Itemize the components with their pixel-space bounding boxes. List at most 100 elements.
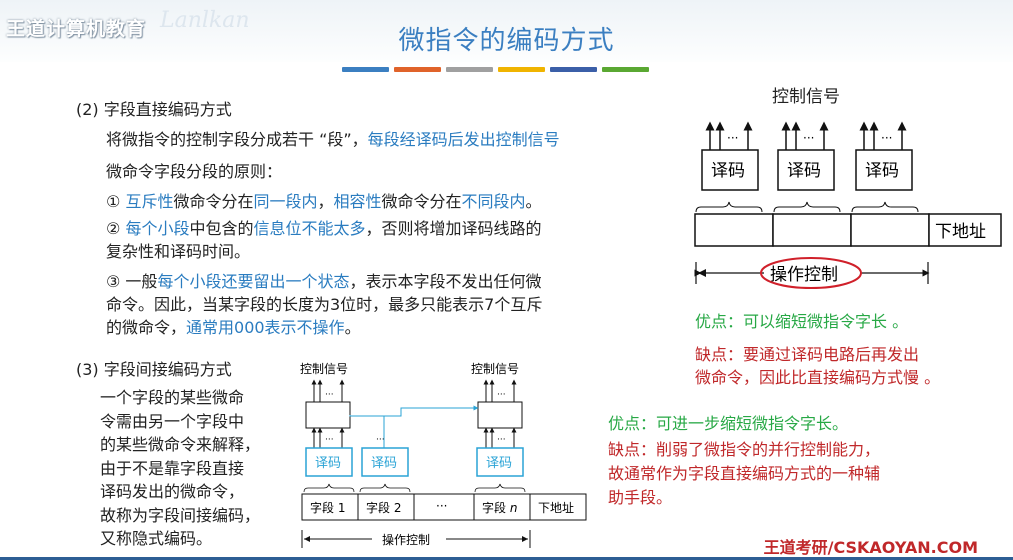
title-bar-segment bbox=[446, 67, 493, 72]
rule-1-text: 微命令分在 bbox=[173, 192, 254, 211]
rule-1: ① 互斥性微命令分在同一段内，相容性微命令分在不同段内。 bbox=[106, 190, 542, 214]
control-signal-label: 控制信号 bbox=[772, 87, 840, 107]
decoder-box-right-top bbox=[477, 401, 523, 429]
section3-line: 译码发出的微命令， bbox=[100, 482, 245, 501]
svg-text:···: ··· bbox=[325, 435, 334, 445]
bottom-rule bbox=[0, 557, 1013, 560]
op-control-highlight bbox=[760, 257, 862, 289]
svg-text:···: ··· bbox=[727, 131, 738, 145]
rule-2-num: ② bbox=[106, 219, 126, 238]
title-bar-segment bbox=[602, 67, 649, 72]
svg-text:译码: 译码 bbox=[486, 456, 512, 471]
svg-text:字段 1: 字段 1 bbox=[310, 500, 345, 515]
rule-2-hl: 信息位不能太多 bbox=[253, 219, 366, 238]
title-bar-segment bbox=[394, 67, 441, 72]
field-ellipsis bbox=[413, 493, 475, 521]
section3-line: 故称为字段间接编码， bbox=[100, 505, 261, 525]
svg-text:译码: 译码 bbox=[787, 161, 821, 181]
svg-text:···: ··· bbox=[497, 390, 506, 400]
svg-text:下地址: 下地址 bbox=[935, 222, 986, 242]
svg-text:···: ··· bbox=[803, 131, 814, 145]
rule-3-text: 。 bbox=[344, 318, 361, 337]
cons-direct-2: 微命令，因此比直接编码方式慢 。 bbox=[695, 368, 941, 387]
decoder-blue-1 bbox=[305, 447, 353, 477]
rule-1-text: 。 bbox=[525, 192, 542, 211]
title-bar-segment bbox=[342, 67, 389, 72]
section3-line: 由于不是靠字段直接 bbox=[100, 458, 245, 478]
title-bar-segment bbox=[550, 67, 597, 72]
signature-watermark: Lanlkan bbox=[160, 8, 250, 33]
control-signal-label-right: 控制信号 bbox=[471, 362, 519, 376]
rule-3-text: ，表示本字段不发出任何微 bbox=[349, 272, 542, 291]
footer-brand: 王道考研/CSKAOYAN.COM bbox=[763, 538, 978, 557]
section3-line: 令需由另一个字段中 bbox=[100, 411, 245, 431]
next-address-field-2 bbox=[529, 493, 587, 521]
next-address-field bbox=[928, 213, 1002, 247]
rule-1-num: ① bbox=[106, 192, 126, 211]
field-n bbox=[473, 493, 531, 521]
control-signal-label-left: 控制信号 bbox=[300, 362, 348, 376]
decoder-3: ··· 译码 bbox=[855, 121, 913, 191]
svg-text:字段 2: 字段 2 bbox=[366, 500, 401, 515]
section2-intro: 将微指令的控制字段分成若干 “段”，每段经译码后发出控制信号 bbox=[106, 128, 560, 152]
section3-line: 的某些微命令来解释， bbox=[100, 435, 261, 454]
title-bar-segment bbox=[498, 67, 545, 72]
rule-2: ② 每个小段中包含的信息位不能太多，否则将增加译码线路的 bbox=[106, 217, 542, 241]
svg-text:···: ··· bbox=[497, 435, 506, 445]
rule-3-text: 的微命令， bbox=[106, 318, 187, 337]
svg-text:···: ··· bbox=[376, 435, 385, 445]
indirect-encoding-diagram: 控制信号 控制信号 ··· ··· ··· ··· ··· 译码 译码 译码 字… bbox=[300, 362, 587, 548]
cons-indirect-3: 助手段。 bbox=[608, 488, 673, 507]
rule-2-cont: 复杂性和译码时间。 bbox=[106, 242, 251, 261]
svg-text:操作控制: 操作控制 bbox=[770, 265, 838, 285]
rule-3-cont2: 的微命令，通常用000表示不操作。 bbox=[106, 316, 361, 340]
decoder-box-left-top bbox=[305, 401, 351, 429]
rule-1-hl: 相容性 bbox=[333, 192, 382, 211]
intro-highlight: 每段经译码后发出控制信号 bbox=[367, 130, 560, 149]
rule-3-hl: 通常用000表示不操作 bbox=[186, 318, 345, 337]
svg-text:···: ··· bbox=[325, 390, 334, 400]
section3-heading: (3) 字段间接编码方式 bbox=[76, 360, 232, 379]
rule-1-hl: 互斥性 bbox=[125, 192, 174, 211]
rule-1-text: ， bbox=[317, 192, 334, 211]
section3-line: 一个字段的某些微命 bbox=[100, 388, 245, 407]
pros-direct: 优点：可以缩短微指令字长 。 bbox=[695, 312, 909, 331]
rule-1-hl: 不同段内 bbox=[461, 192, 526, 211]
section2-heading: (2) 字段直接编码方式 bbox=[76, 100, 232, 119]
decoder-2: ··· 译码 bbox=[777, 121, 835, 191]
svg-text:操作控制: 操作控制 bbox=[382, 532, 430, 547]
svg-text:译码: 译码 bbox=[711, 161, 745, 181]
decoder-1: ··· 译码 bbox=[701, 121, 759, 191]
svg-text:译码: 译码 bbox=[315, 456, 341, 471]
section3-line: 又称隐式编码。 bbox=[100, 529, 213, 548]
principle-label: 微命令字段分段的原则： bbox=[106, 162, 283, 181]
rule-2-text: 中包含的 bbox=[189, 219, 254, 238]
field-segment-1 bbox=[694, 213, 774, 247]
rule-1-hl: 同一段内 bbox=[253, 192, 318, 211]
svg-text:字段 n: 字段 n bbox=[482, 500, 517, 515]
slide-title: 微指令的编码方式 bbox=[398, 26, 615, 56]
cons-direct-1: 缺点：要通过译码电路后再发出 bbox=[695, 345, 920, 364]
field-segment-2 bbox=[772, 213, 852, 247]
intro-text: 将微指令的控制字段分成若干 “段”， bbox=[106, 130, 368, 149]
rule-2-hl: 每个小段 bbox=[125, 219, 190, 238]
field-segment-3 bbox=[850, 213, 930, 247]
field-2 bbox=[357, 493, 415, 521]
rule-2-text: ，否则将增加译码线路的 bbox=[365, 219, 542, 238]
rule-1-text: 微命令分在 bbox=[381, 192, 462, 211]
cons-indirect-1: 缺点：削弱了微指令的并行控制能力， bbox=[608, 440, 881, 459]
cons-indirect-2: 故通常作为字段直接编码方式的一种辅 bbox=[608, 464, 881, 483]
svg-text:···: ··· bbox=[436, 499, 447, 513]
direct-encoding-diagram: 控制信号 ··· 译码 ··· 译码 ··· 译码 下地址 操作控制 bbox=[694, 87, 1002, 289]
rule-3-text: ③ 一般 bbox=[106, 272, 158, 291]
rule-3: ③ 一般每个小段还要留出一个状态，表示本字段不发出任何微 bbox=[106, 270, 541, 294]
decoder-blue-2 bbox=[361, 447, 409, 477]
svg-text:译码: 译码 bbox=[371, 456, 397, 471]
rule-3-hl: 每个小段还要留出一个状态 bbox=[157, 272, 350, 291]
brand-logo: 王道计算机教育 bbox=[6, 18, 147, 40]
rule-3-cont: 命令。因此，当某字段的长度为3位时，最多只能表示7个互斥 bbox=[106, 295, 543, 314]
field-1 bbox=[301, 493, 359, 521]
svg-text:译码: 译码 bbox=[865, 161, 899, 181]
decoder-blue-3 bbox=[476, 447, 524, 477]
svg-text:下地址: 下地址 bbox=[538, 501, 574, 515]
